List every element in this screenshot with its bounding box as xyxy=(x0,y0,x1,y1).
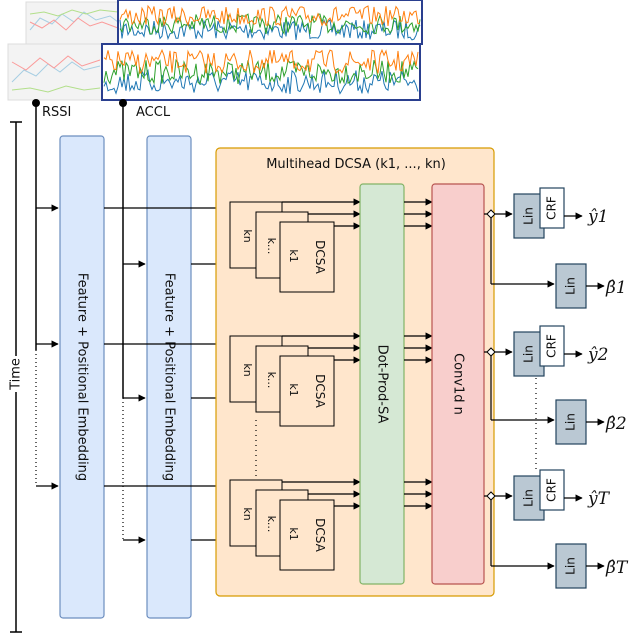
output-betaT: β̂T xyxy=(605,558,629,578)
crf-label: CRF xyxy=(545,334,559,358)
time-axis: Time xyxy=(6,121,26,633)
dcsa-to-dotprod-arrows xyxy=(282,198,361,510)
conv1d-block: Conv1d n xyxy=(431,183,485,585)
dcsa-k1-label: k1 xyxy=(287,249,300,262)
accl-embedding-label: Feature + Positional Embedding xyxy=(162,273,177,481)
head-beta1: Lin β̂1 xyxy=(555,263,627,309)
head-y2: Lin CRF ŷ2 xyxy=(513,325,608,377)
crf-label: CRF xyxy=(545,478,559,502)
crf-label: CRF xyxy=(545,196,559,220)
dotprod-to-conv-arrows xyxy=(404,198,433,510)
lin-label: Lin xyxy=(564,413,578,431)
rssi-thumbnail xyxy=(25,1,123,45)
signal-trace xyxy=(103,48,419,75)
accl-label: ACCL xyxy=(136,105,171,120)
signal-trace xyxy=(103,58,419,85)
rssi-embedding-label: Feature + Positional Embedding xyxy=(75,273,90,481)
head-yT: Lin CRF ŷT xyxy=(513,469,611,521)
dot-prod-sa-block: Dot-Prod-SA xyxy=(359,183,405,585)
lin-label: Lin xyxy=(522,345,536,363)
output-yT: ŷT xyxy=(587,489,611,509)
accl-thumbnail-2 xyxy=(101,43,421,101)
dcsa-stack-1: kn k... k1 DCSA xyxy=(229,201,335,293)
output-beta1: β̂1 xyxy=(605,278,627,298)
dcsa-kdots-label: k... xyxy=(265,238,278,255)
lin-label: Lin xyxy=(564,277,578,295)
accl-thumbnail xyxy=(117,0,423,45)
signal-trace xyxy=(119,18,421,41)
accl-embedding-block: Feature + Positional Embedding xyxy=(146,135,192,619)
dcsa-k1-label: k1 xyxy=(287,527,300,540)
signal-trace xyxy=(103,68,419,95)
dcsa-k1-label: k1 xyxy=(287,383,300,396)
dcsa-stack-3: kn k... k1 DCSA xyxy=(229,479,335,571)
output-y1: ŷ1 xyxy=(587,207,608,227)
lin-label: Lin xyxy=(522,207,536,225)
signal-trace xyxy=(119,4,421,27)
dcsa-label: DCSA xyxy=(313,518,327,552)
dcsa-kdots-label: k... xyxy=(265,372,278,389)
dcsa-label: DCSA xyxy=(313,240,327,274)
rssi-thumbnail-2 xyxy=(7,43,105,101)
conv1d-label: Conv1d n xyxy=(451,353,466,415)
dcsa-kn-label: kn xyxy=(241,363,254,376)
dcsa-kn-label: kn xyxy=(241,507,254,520)
multihead-title: Multihead DCSA (k1, ..., kn) xyxy=(266,157,446,172)
dot-prod-sa-label: Dot-Prod-SA xyxy=(375,345,390,424)
lin-label: Lin xyxy=(522,489,536,507)
output-beta2: β̂2 xyxy=(605,414,627,434)
dcsa-label: DCSA xyxy=(313,374,327,408)
rssi-embedding-block: Feature + Positional Embedding xyxy=(59,135,105,619)
input-taps: RSSI ACCL xyxy=(32,99,171,544)
time-label: Time xyxy=(9,358,24,391)
output-y2: ŷ2 xyxy=(587,345,608,365)
rssi-label: RSSI xyxy=(42,105,71,120)
head-y1: Lin CRF ŷ1 xyxy=(513,187,608,239)
lin-label: Lin xyxy=(564,557,578,575)
output-branches xyxy=(484,209,555,570)
head-betaT: Lin β̂T xyxy=(555,543,629,589)
dcsa-stack-2: kn k... k1 DCSA xyxy=(229,335,335,427)
dcsa-kdots-label: k... xyxy=(265,516,278,533)
head-beta2: Lin β̂2 xyxy=(555,399,627,445)
dcsa-kn-label: kn xyxy=(241,229,254,242)
